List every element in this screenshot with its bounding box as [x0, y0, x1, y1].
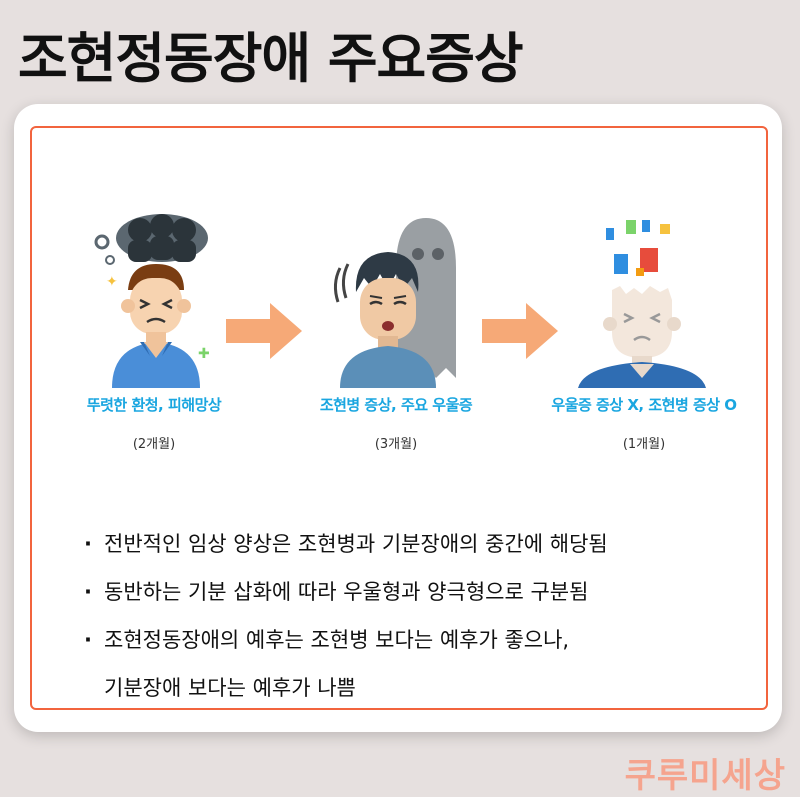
stage-3-duration: (1개월): [622, 437, 666, 452]
bullet-marker: ·: [84, 580, 92, 604]
bullet-list: · 전반적인 임상 양상은 조현병과 기분장애의 중간에 해당됨 · 동반하는 기분…: [84, 520, 608, 712]
card-border: ✦ ✚ 뚜렷한 환청, 피해망상 (2개월): [30, 126, 768, 710]
arrow-icon-1: [226, 303, 302, 363]
bullet-item-3: · 조현정동장애의 예후는 조현병 보다는 예후가 좋으나,: [84, 616, 608, 664]
depressed-man-with-ghost-icon: [333, 218, 456, 388]
bullet-item-3-continuation: 기분장애 보다는 예후가 나쁨: [84, 664, 608, 712]
stage-3: 우울증 증상 X, 조현병 증상 O (1개월): [534, 208, 754, 452]
svg-text:✦: ✦: [106, 274, 118, 290]
watermark: 쿠루미세상: [624, 756, 786, 796]
bullet-item-1: · 전반적인 임상 양상은 조현병과 기분장애의 중간에 해당됨: [84, 520, 608, 568]
bullet-text: 기분장애 보다는 예후가 나쁨: [104, 676, 356, 700]
stage-3-caption: 우울증 증상 X, 조현병 증상 O: [551, 396, 737, 414]
stage-2: 조현병 증상, 주요 우울증 (3개월): [286, 208, 506, 452]
content-card: ✦ ✚ 뚜렷한 환청, 피해망상 (2개월): [14, 104, 782, 732]
bullet-item-2: · 동반하는 기분 삽화에 따라 우울형과 양극형으로 구분됨: [84, 568, 608, 616]
bullet-marker: ·: [84, 532, 92, 556]
bullet-text: 전반적인 임상 양상은 조현병과 기분장애의 중간에 해당됨: [104, 532, 608, 556]
stage-2-caption: 조현병 증상, 주요 우울증: [319, 396, 473, 414]
page-title: 조현정동장애 주요증상: [18, 27, 524, 90]
bullet-text: 동반하는 기분 삽화에 따라 우울형과 양극형으로 구분됨: [104, 580, 589, 604]
stage-1-caption: 뚜렷한 환청, 피해망상: [86, 396, 222, 414]
broken-head-man-icon: [578, 220, 706, 388]
stage-2-duration: (3개월): [374, 437, 418, 452]
anxious-man-icon: ✦ ✚: [94, 214, 210, 388]
arrow-icon-2: [482, 303, 558, 363]
stage-1: ✦ ✚ 뚜렷한 환청, 피해망상 (2개월): [44, 208, 264, 452]
stage-1-duration: (2개월): [132, 437, 176, 452]
svg-text:✚: ✚: [198, 346, 210, 362]
bullet-marker: ·: [84, 628, 92, 652]
bullet-text: 조현정동장애의 예후는 조현병 보다는 예후가 좋으나,: [104, 628, 570, 652]
